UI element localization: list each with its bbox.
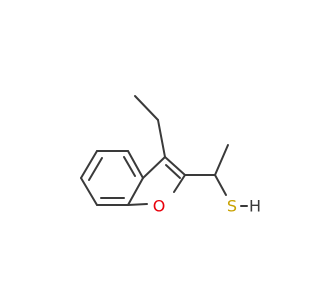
bond-ch-ch3 (214, 144, 229, 176)
sulfur-atom-label: S (227, 197, 237, 216)
bond-c3a-c3 (142, 156, 166, 179)
hydrogen-atom-label: H (249, 197, 261, 216)
bond-benzene-3 (80, 177, 98, 206)
bond-c2-o (173, 174, 186, 193)
oxygen-atom-label: O (153, 197, 166, 216)
bond-benzene-2 (80, 150, 98, 179)
bond-benzene-6-inner (123, 156, 136, 177)
bond-c3-c2-inner (165, 164, 181, 179)
bond-c3-ch2 (157, 119, 166, 158)
bond-o-c7a (127, 203, 148, 206)
bond-c3-c2 (164, 156, 186, 176)
molecule-structure: O S H (80, 95, 261, 216)
bond-benzene-5 (127, 177, 144, 206)
bond-ch-s (214, 174, 227, 196)
bond-benzene-6 (127, 150, 144, 179)
bond-benzene-2-inner (88, 157, 103, 181)
bond-ch2-ch3 (134, 95, 159, 121)
molecule-diagram: O S H (80, 95, 261, 216)
